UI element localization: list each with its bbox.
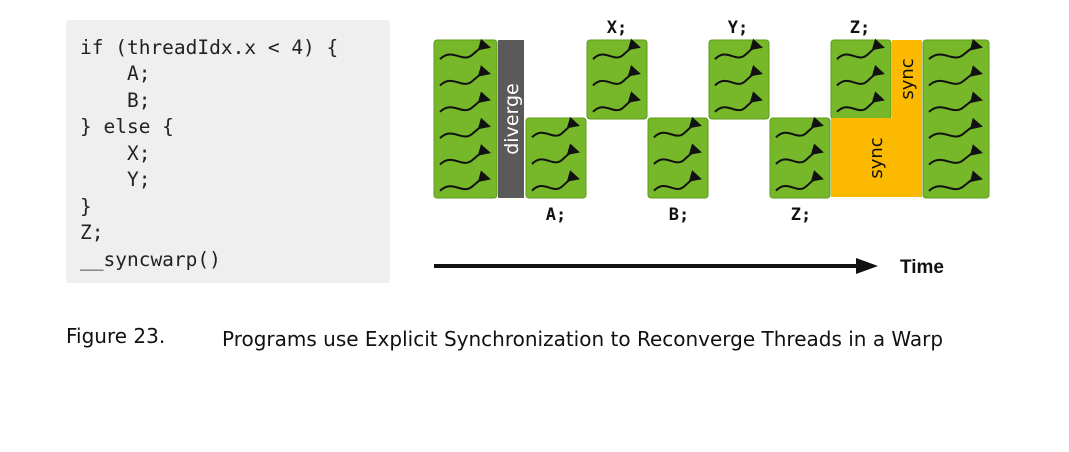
stage-label-z-bottom: Z; (791, 205, 811, 225)
thread-arrow (714, 91, 763, 113)
thread-arrow (531, 170, 580, 192)
thread-arrow (653, 143, 702, 165)
converged-block-end (922, 38, 990, 199)
code-line: B; (80, 89, 151, 112)
thread-arrow (439, 117, 491, 139)
converged-block-start (433, 38, 498, 199)
sync-label-large: sync (866, 137, 887, 178)
code-line: __syncwarp() (80, 248, 221, 271)
code-listing: if (threadIdx.x < 4) { A; B; } else { X;… (66, 20, 390, 283)
time-axis-arrowhead (856, 258, 878, 274)
thread-arrow (836, 64, 885, 87)
block-b (647, 116, 709, 199)
thread-arrow (653, 170, 702, 192)
thread-arrow (775, 143, 824, 165)
thread-arrow (439, 170, 491, 192)
figure-number: Figure 23. (66, 324, 166, 348)
code-line: } else { (80, 115, 174, 138)
figure-caption: Programs use Explicit Synchronization to… (222, 327, 944, 351)
thread-arrow (531, 116, 580, 139)
diverge-bar (498, 40, 524, 198)
time-label: Time (900, 257, 944, 278)
thread-arrow (531, 143, 580, 165)
time-axis: Time (434, 257, 944, 278)
stage-label-a: A; (546, 205, 566, 225)
thread-block-rect (647, 117, 709, 199)
thread-block-rect (769, 117, 831, 199)
thread-arrow (836, 91, 885, 113)
thread-block-rect (433, 39, 498, 199)
code-line: Z; (80, 221, 104, 244)
stage-label-z-top: Z; (850, 18, 870, 38)
block-z-upper (830, 38, 892, 120)
thread-arrow (714, 64, 763, 87)
thread-arrow (928, 38, 983, 60)
thread-arrow (653, 116, 702, 139)
diverge-label: diverge (501, 83, 523, 155)
code-line: Y; (80, 168, 151, 191)
thread-arrow (439, 65, 491, 87)
stage-label-x: X; (607, 18, 627, 38)
block-x (586, 38, 648, 120)
block-a (525, 116, 587, 199)
thread-arrow (439, 144, 491, 166)
thread-blocks (433, 38, 990, 199)
thread-arrow (775, 170, 824, 192)
sync-label-small: sync (897, 58, 918, 99)
thread-block-rect (525, 117, 587, 199)
thread-block-rect (586, 39, 648, 120)
code-line: } (80, 195, 92, 218)
block-y (708, 38, 770, 120)
stage-label-b: B; (669, 205, 689, 225)
thread-arrow (928, 144, 983, 166)
code-line: X; (80, 142, 151, 165)
thread-block-rect (922, 39, 990, 199)
thread-arrow (592, 64, 641, 87)
thread-arrow (439, 91, 491, 113)
thread-block-rect (830, 39, 892, 120)
sync-block (831, 40, 922, 197)
thread-arrow (928, 117, 983, 139)
thread-block-rect (708, 39, 770, 120)
thread-arrow (592, 38, 641, 60)
block-z-lower (769, 116, 831, 199)
code-line: A; (80, 62, 151, 85)
thread-arrow (775, 116, 824, 139)
stage-label-y: Y; (728, 18, 748, 38)
warp-execution-diagram: diverge sync sync X; Y; Z; A; B; Z; Time (433, 18, 990, 278)
thread-arrow (836, 38, 885, 60)
thread-arrow (928, 65, 983, 87)
thread-arrow (439, 38, 491, 60)
thread-arrow (928, 91, 983, 113)
code-line: if (threadIdx.x < 4) { (80, 36, 339, 59)
thread-arrow (928, 170, 983, 192)
thread-arrow (592, 91, 641, 113)
thread-arrow (714, 38, 763, 60)
